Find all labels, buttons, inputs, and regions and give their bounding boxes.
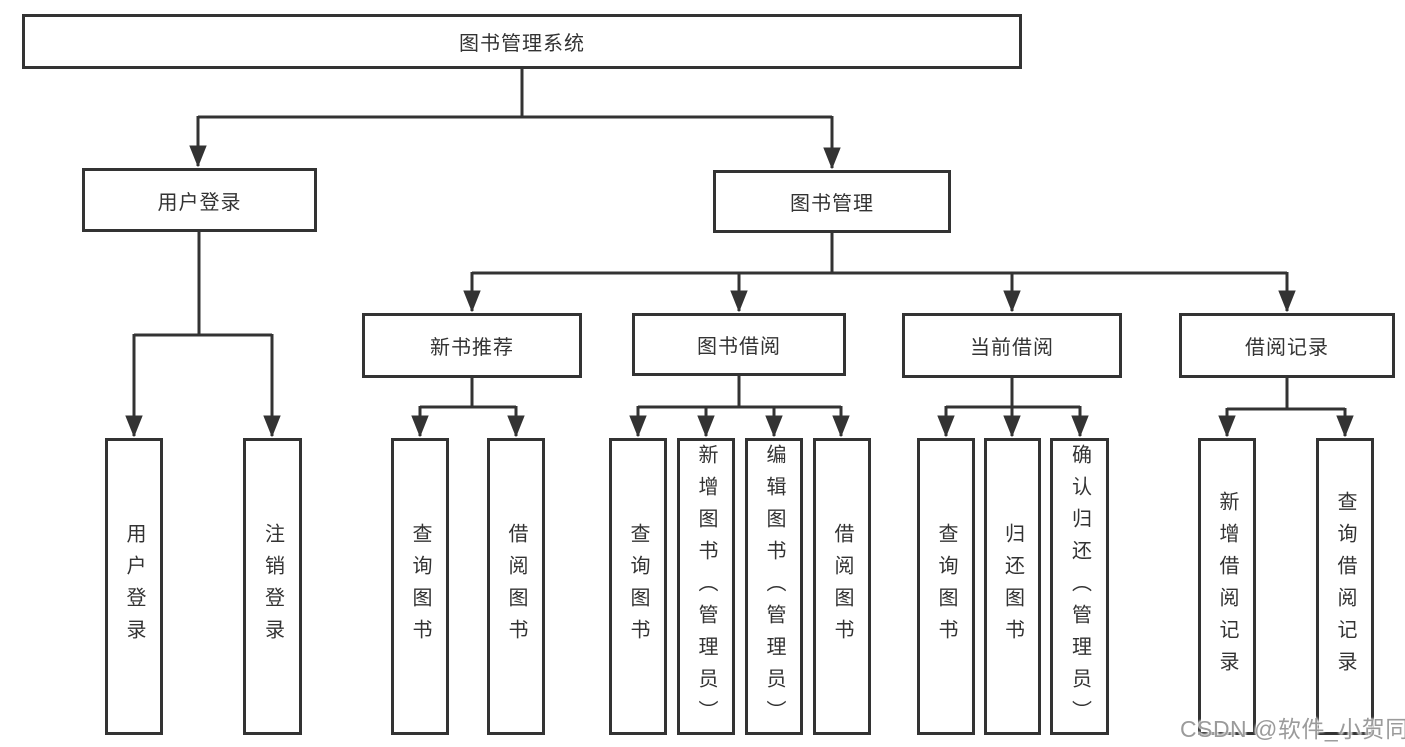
node-root: 图书管理系统 <box>22 14 1022 69</box>
node-borrow-record: 借阅记录 <box>1179 313 1395 378</box>
leaf-nbr-borrow-books-label: 借阅图书 <box>505 522 527 651</box>
leaf-bb-edit-books-label: 编辑图书（管理员） <box>763 444 785 732</box>
connector-book-management-split <box>472 233 1287 311</box>
leaf-user-login: 用户登录 <box>105 438 163 735</box>
connector-user-login-split <box>134 232 272 436</box>
node-book-management: 图书管理 <box>713 170 951 233</box>
csdn-watermark: CSDN @软件_小贺同学 <box>1180 716 1405 742</box>
node-new-book-recommend-label: 新书推荐 <box>430 337 514 359</box>
leaf-nbr-query-books: 查询图书 <box>391 438 449 735</box>
leaf-bb-add-books: 新增图书（管理员） <box>677 438 735 735</box>
leaf-bb-borrow-books: 借阅图书 <box>813 438 871 735</box>
connector-new-book-recommend-split <box>420 378 516 436</box>
connector-borrow-record-split <box>1227 378 1345 436</box>
leaf-cb-return-books: 归还图书 <box>984 438 1041 735</box>
node-root-label: 图书管理系统 <box>459 33 585 55</box>
leaf-logout: 注销登录 <box>243 438 302 735</box>
leaf-nbr-borrow-books: 借阅图书 <box>487 438 545 735</box>
node-new-book-recommend: 新书推荐 <box>362 313 582 378</box>
connector-book-borrow-split <box>638 376 841 436</box>
node-user-login: 用户登录 <box>82 168 317 232</box>
node-user-login-label: 用户登录 <box>157 191 242 214</box>
node-borrow-record-label: 借阅记录 <box>1245 337 1329 359</box>
leaf-cb-query-books: 查询图书 <box>917 438 975 735</box>
leaf-nbr-query-books-label: 查询图书 <box>409 522 431 651</box>
leaf-bb-edit-books: 编辑图书（管理员） <box>745 438 803 735</box>
leaf-cb-confirm-return: 确认归还（管理员） <box>1050 438 1109 735</box>
node-current-borrow: 当前借阅 <box>902 313 1122 378</box>
leaf-bb-query-books-label: 查询图书 <box>627 522 649 651</box>
leaf-br-add-record: 新增借阅记录 <box>1198 438 1256 735</box>
leaf-bb-borrow-books-label: 借阅图书 <box>831 522 853 651</box>
leaf-br-query-record-label: 查询借阅记录 <box>1334 490 1356 683</box>
node-book-borrow: 图书借阅 <box>632 313 846 376</box>
leaf-cb-query-books-label: 查询图书 <box>935 522 957 651</box>
leaf-br-query-record: 查询借阅记录 <box>1316 438 1374 735</box>
node-current-borrow-label: 当前借阅 <box>970 337 1054 359</box>
leaf-cb-confirm-return-label: 确认归还（管理员） <box>1068 444 1091 732</box>
leaf-bb-add-books-label: 新增图书（管理员） <box>695 444 717 732</box>
connector-root-split <box>198 69 832 168</box>
leaf-bb-query-books: 查询图书 <box>609 438 667 735</box>
connector-current-borrow-split <box>946 378 1080 436</box>
leaf-user-login-label: 用户登录 <box>123 522 145 651</box>
node-book-borrow-label: 图书借阅 <box>697 336 781 358</box>
leaf-cb-return-books-label: 归还图书 <box>1001 522 1024 651</box>
node-book-management-label: 图书管理 <box>790 193 874 215</box>
leaf-logout-label: 注销登录 <box>261 522 284 651</box>
leaf-br-add-record-label: 新增借阅记录 <box>1216 490 1238 683</box>
